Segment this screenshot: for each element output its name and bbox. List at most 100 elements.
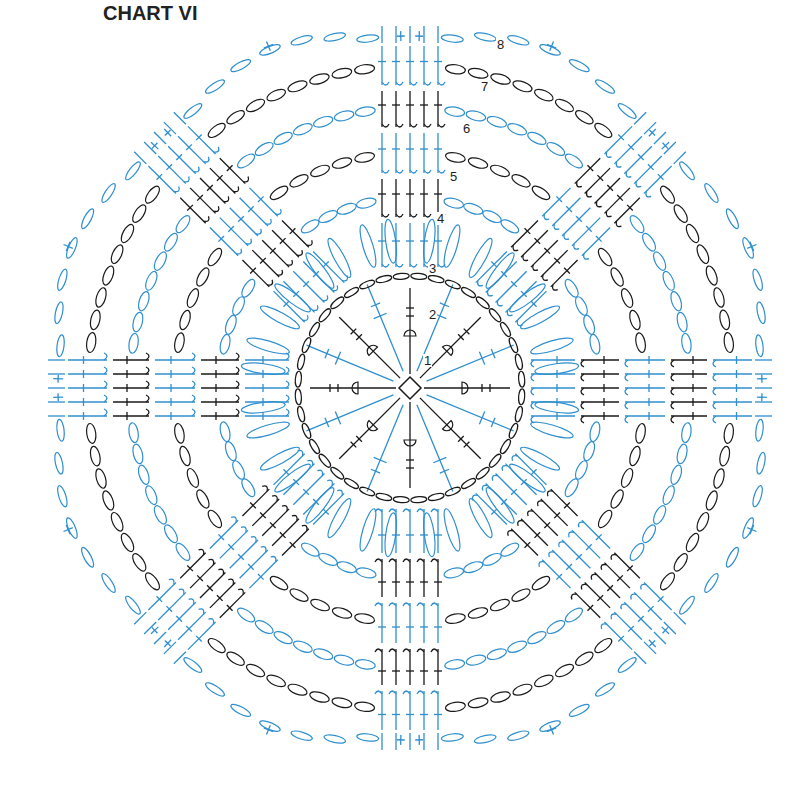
chain-symbol (428, 274, 445, 284)
post-hook (382, 214, 389, 217)
post-hook (646, 191, 651, 196)
sc-symbol (662, 627, 669, 634)
sc-stitch (644, 642, 656, 654)
chain-symbol (514, 353, 524, 370)
post-hook (625, 388, 628, 395)
chain-symbol (79, 546, 95, 569)
stitch-bar (262, 356, 263, 364)
sc-symbol (53, 396, 63, 398)
stitch-bar (420, 626, 428, 627)
stitch-bar (479, 352, 484, 365)
sc-symbol (152, 143, 158, 149)
stitch-bar (554, 258, 560, 264)
post-stitch (220, 592, 245, 617)
chain-symbol (101, 490, 116, 512)
petal-chain (258, 302, 301, 332)
post-hook (238, 589, 243, 594)
post-stitch (625, 387, 665, 388)
chain-symbol (79, 207, 95, 230)
stitch-bar (489, 384, 490, 392)
post-stitch (521, 519, 548, 546)
post-stitch (486, 483, 517, 514)
sc-symbol (400, 31, 402, 41)
post-hook (507, 310, 512, 315)
post-stitch (262, 240, 289, 267)
post-hook (579, 522, 584, 527)
chain-symbol (173, 332, 186, 353)
post-hook (213, 147, 218, 152)
chain-symbol (312, 114, 334, 129)
post-stitch (423, 46, 424, 85)
stitch-bar (270, 522, 276, 528)
post-hook (581, 360, 584, 367)
sc-stitch (437, 26, 438, 43)
spoke-stitch (310, 387, 396, 388)
post-stitch (242, 489, 269, 516)
chain-symbol (563, 477, 581, 499)
chain-symbol (356, 733, 379, 743)
puff-symbol (404, 440, 416, 446)
chain-symbol (239, 277, 257, 299)
chain-symbol (296, 353, 306, 370)
post-hook (189, 599, 194, 604)
chain-symbol (143, 484, 159, 506)
chain-symbol (573, 459, 590, 481)
post-hook (104, 353, 107, 360)
stitch-bar (325, 349, 329, 358)
chain-symbol (308, 438, 321, 455)
post-stitch (201, 359, 239, 360)
spoke-stitch (339, 398, 400, 459)
stitch-bar (627, 205, 633, 211)
post-stitch (210, 520, 238, 548)
post-hook (146, 353, 149, 360)
chain-symbol (467, 67, 488, 80)
chain-symbol (475, 466, 491, 481)
chain-symbol (245, 662, 267, 679)
chain-symbol (331, 67, 352, 80)
post-hook (581, 584, 586, 589)
post-hook (218, 569, 223, 574)
sc-stitch (674, 152, 686, 164)
chain-symbol (258, 42, 281, 57)
chain-symbol (486, 114, 508, 129)
chain-symbol (460, 477, 477, 490)
chain-symbol (85, 332, 97, 353)
post-stitch (68, 401, 107, 402)
chain-symbol (443, 196, 465, 209)
post-stitch (395, 133, 396, 173)
post-stitch (423, 179, 424, 217)
post-stitch (274, 291, 305, 322)
chain-symbol (265, 673, 287, 689)
chain-symbol (539, 42, 562, 57)
spoke-stitch (307, 345, 394, 381)
post-stitch (423, 649, 424, 685)
post-stitch (283, 464, 314, 495)
chain-symbol (445, 63, 466, 75)
stitch-bar (736, 356, 737, 364)
chain-symbol (428, 492, 445, 502)
post-stitch (395, 603, 396, 643)
post-hook (332, 285, 337, 290)
stitch-bar (248, 564, 254, 570)
chain-symbol (573, 650, 595, 668)
post-hook (236, 409, 239, 416)
spoke-stitch (417, 285, 453, 372)
chain-symbol (474, 733, 497, 744)
chain-symbol (533, 87, 555, 103)
post-hook (482, 485, 487, 490)
stitch-bar (556, 398, 557, 406)
stitch-bar (597, 175, 603, 181)
petal-chain (441, 224, 463, 269)
stitch-bar (170, 412, 171, 420)
stitch-bar (378, 240, 386, 241)
stitch-bar (215, 384, 216, 392)
post-hook (518, 521, 523, 526)
post-hook (277, 270, 282, 275)
chain-symbol (323, 31, 346, 42)
post-hook (236, 367, 239, 374)
chain-symbol (355, 566, 377, 579)
chain-symbol (695, 243, 711, 265)
chain-symbol (272, 629, 294, 646)
stitch-bar (736, 384, 737, 392)
chain-symbol (131, 311, 144, 333)
